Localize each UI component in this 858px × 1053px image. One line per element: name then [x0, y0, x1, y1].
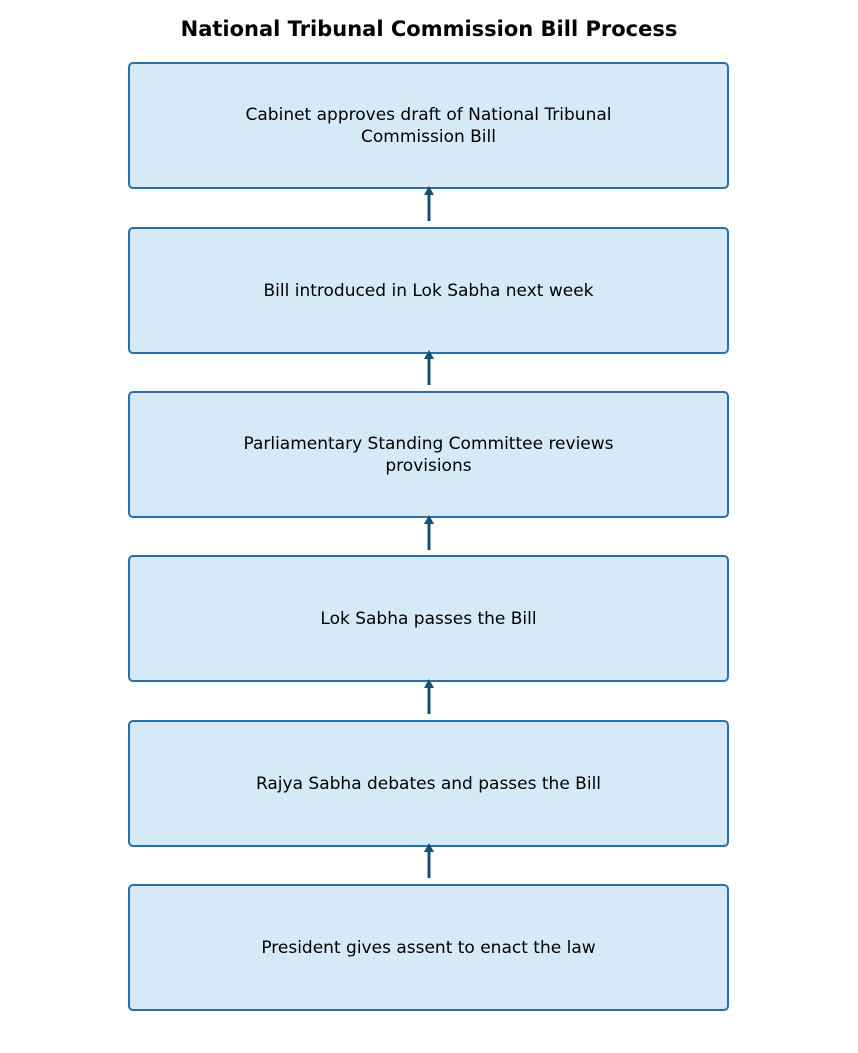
diagram-title: National Tribunal Commission Bill Proces…	[180, 17, 678, 41]
arrow-up-icon	[424, 679, 434, 714]
step-box-5: Rajya Sabha debates and passes the Bill	[128, 720, 729, 847]
step-label-3: Parliamentary Standing Committee reviews…	[243, 433, 614, 476]
arrow-up-icon	[424, 350, 434, 385]
step-label-6: President gives assent to enact the law	[261, 937, 596, 958]
step-box-4: Lok Sabha passes the Bill	[128, 555, 729, 682]
arrow-up-icon	[424, 843, 434, 878]
step-box-2: Bill introduced in Lok Sabha next week	[128, 227, 729, 354]
arrow-up-icon	[424, 186, 434, 221]
step-box-6: President gives assent to enact the law	[128, 884, 729, 1011]
step-label-1: Cabinet approves draft of National Tribu…	[245, 104, 612, 147]
step-label-5: Rajya Sabha debates and passes the Bill	[255, 773, 602, 794]
arrow-up-icon	[424, 515, 434, 550]
step-label-2: Bill introduced in Lok Sabha next week	[263, 280, 594, 301]
step-label-4: Lok Sabha passes the Bill	[320, 608, 537, 629]
step-box-3: Parliamentary Standing Committee reviews…	[128, 391, 729, 518]
step-box-1: Cabinet approves draft of National Tribu…	[128, 62, 729, 189]
